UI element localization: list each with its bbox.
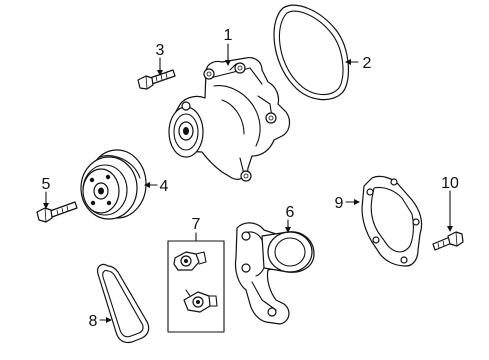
pulley[interactable]	[80, 149, 147, 220]
housing-bolt[interactable]	[432, 231, 464, 251]
callout-4: 4	[160, 178, 169, 195]
callout-3: 3	[156, 42, 165, 59]
hose-clamp-kit[interactable]	[167, 240, 225, 333]
leader-lines	[43, 43, 453, 323]
callout-9: 9	[335, 195, 344, 212]
pump-bolt[interactable]	[137, 69, 176, 90]
callout-7: 7	[192, 216, 201, 233]
housing-gasket[interactable]	[361, 175, 423, 267]
pulley-bolt[interactable]	[36, 201, 78, 223]
water-pump[interactable]	[168, 57, 291, 182]
o-ring-seal[interactable]	[273, 4, 349, 101]
callout-6: 6	[286, 204, 295, 221]
thermostat-housing[interactable]	[234, 222, 315, 325]
callout-10: 10	[441, 175, 459, 192]
callout-5: 5	[42, 176, 51, 193]
callout-8: 8	[89, 313, 98, 330]
callout-2: 2	[363, 55, 372, 72]
drive-belt[interactable]	[97, 263, 150, 344]
callout-1: 1	[224, 27, 233, 44]
